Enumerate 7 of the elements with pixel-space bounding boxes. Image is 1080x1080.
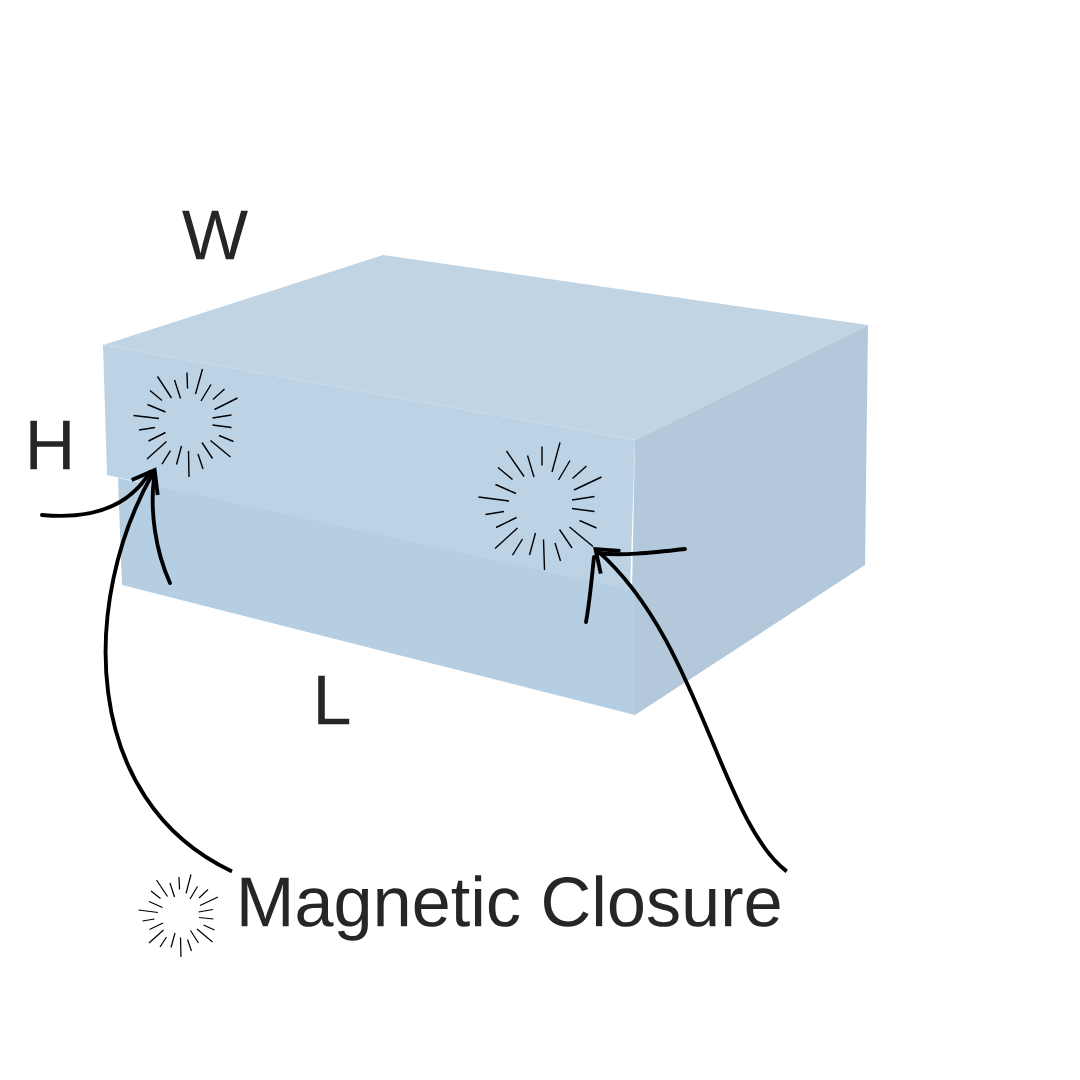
dimension-label: L bbox=[318, 675, 350, 725]
arrow bbox=[593, 547, 789, 873]
sparkle-icon bbox=[132, 368, 239, 478]
sparkle-icon bbox=[477, 441, 603, 571]
dimension-label: W bbox=[182, 210, 248, 260]
arrow bbox=[103, 467, 233, 874]
callout-text: Magnetic Closure bbox=[241, 875, 780, 941]
